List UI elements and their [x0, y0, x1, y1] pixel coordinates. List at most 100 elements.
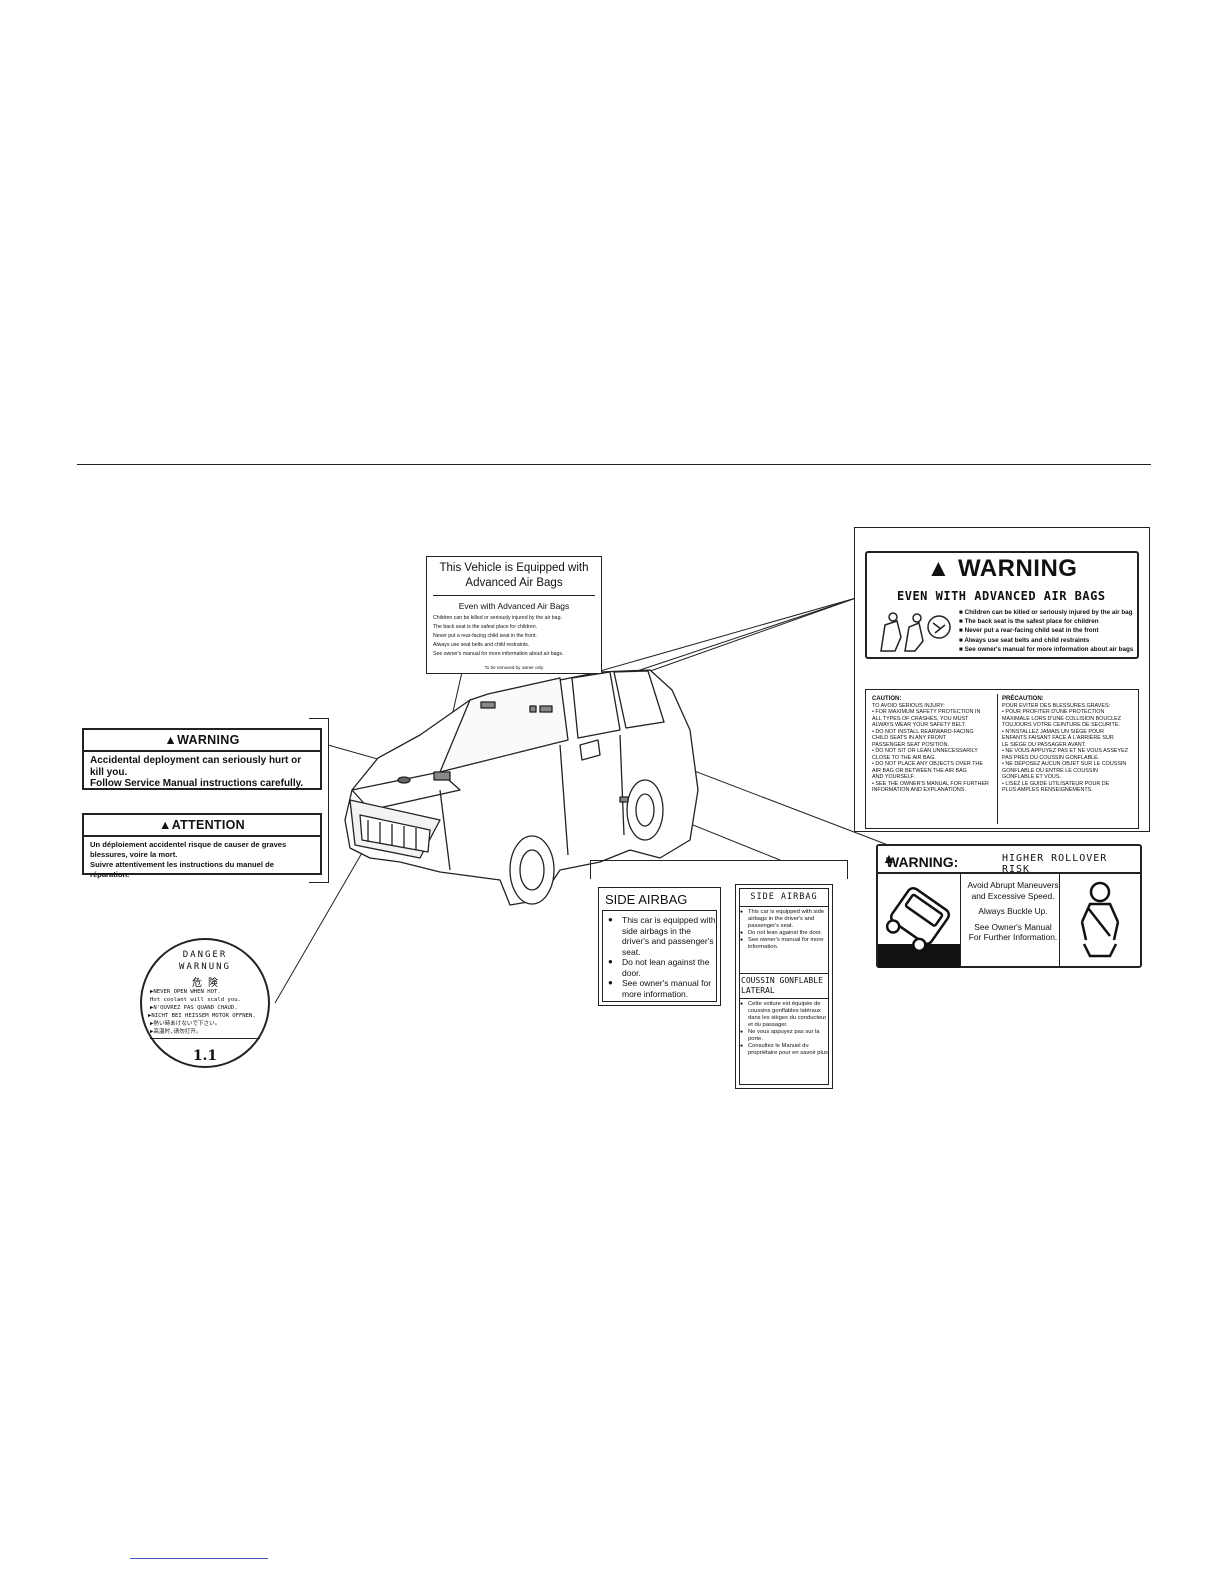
rollover-car-panel [878, 874, 961, 968]
rollover-line: Avoid Abrupt Maneuvers [967, 880, 1059, 890]
side-airbag-label-large: SIDE AIRBAG This car is equipped with si… [598, 887, 721, 1006]
radiator-cap-danger-label: DANGER WARNUNG 危 険 ▶NEVER OPEN WHEN HOT.… [140, 938, 270, 1068]
warning-triangle-icon: ▲ [164, 733, 178, 747]
coussin-list: Cette voiture est équipée de coussins go… [740, 1001, 832, 1057]
rollover-line: and Excessive Speed. [971, 890, 1055, 901]
rollover-risk: HIGHER ROLLOVER RISK [1002, 853, 1108, 875]
caution-line: PAS PRÈS DU COUSSIN GONFLABLE. [1002, 754, 1100, 761]
caution-line: • NE VOUS APPUYEZ PAS ET NE VOUS ASSEYEZ [1002, 748, 1129, 754]
caution-sub: POUR EVITER DES BLESSURES GRAVES: [1002, 702, 1111, 709]
caution-line: MAXIMALE LORS D'UNE COLLISION BOUCLEZ [1002, 715, 1122, 722]
list-item: Cette voiture est équipée de coussins go… [740, 1001, 832, 1029]
advanced-airbag-warning-label: ▲ WARNING EVEN WITH ADVANCED AIR BAGS ■ … [865, 551, 1139, 659]
side-airbag-bilingual-inner [739, 888, 829, 1085]
big-warning-subtitle: EVEN WITH ADVANCED AIR BAGS [897, 589, 1106, 603]
danger-title: DANGER [182, 950, 228, 960]
attention-header: ▲ATTENTION [84, 815, 320, 837]
list-item: This car is equipped with side airbags i… [608, 915, 716, 957]
list-item: Consultez le Manuel du propriétaire pour… [740, 1043, 832, 1057]
caution-line: CLOSE TO THE AIR BAG. [872, 754, 936, 761]
sticker-visor-left [480, 701, 496, 709]
coussin-title-1: COUSSIN GONFLABLE [741, 976, 823, 985]
caution-line: • SEE THE OWNER'S MANUAL FOR FURTHER [872, 780, 989, 787]
caution-french: PRÉCAUTION: POUR EVITER DES BLESSURES GR… [1002, 696, 1128, 794]
caution-line: PLUS AMPLES RENSEIGNEMENTS. [1002, 787, 1093, 793]
list-item: Do not lean against the door. [740, 930, 832, 937]
caution-line: ENFANTS FAISANT FACE À L'ARRIÈRE SUR [1002, 735, 1114, 741]
caution-label: CAUTION: TO AVOID SERIOUS INJURY: • FOR … [865, 689, 1139, 829]
attention-line1: Un déploiement accidentel risque de caus… [90, 840, 287, 859]
caution-line: • DO NOT SIT OR LEAN UNNECESSARILY [872, 748, 978, 754]
danger-line: Hot coolant will scald you. [150, 997, 241, 1003]
advanced-airbag-label: This Vehicle is Equipped with Advanced A… [426, 556, 602, 674]
top-rule [77, 464, 1151, 465]
divider [739, 906, 829, 907]
sticker-door [619, 796, 629, 803]
sticker-hood [433, 771, 451, 781]
warning-line1: Accidental deployment can seriously hurt… [90, 755, 302, 778]
warning-triangle-icon: ▲ [926, 555, 951, 582]
japanese-danger-title: 危 険 [191, 978, 219, 989]
rollover-line: Always Buckle Up. [978, 906, 1048, 916]
sticker-radiator-cap [397, 776, 411, 784]
child-seat-airbag-icon [880, 612, 951, 652]
caution-line: LE SIÈGE DU PASSAGER AVANT. [1002, 741, 1086, 748]
caution-line: • NE DÉPOSEZ AUCUN OBJET SUR LE COUSSIN [1002, 761, 1127, 767]
list-item: ■ Children can be killed or seriously in… [959, 609, 1133, 616]
advanced-line: The back seat is the safest place for ch… [433, 624, 538, 630]
danger-line: ▶高温时,请勿打开。 [150, 1029, 202, 1035]
side-airbag-label-bilingual: SIDE AIRBAG This car is equipped with si… [735, 884, 833, 1089]
divider [433, 595, 595, 596]
divider [739, 998, 829, 999]
rollover-warning-label: ▲WARNING: HIGHER ROLLOVER RISK Avoid Abr… [876, 844, 1142, 968]
footer-link-underline[interactable] [130, 1558, 268, 1559]
caution-line: • DO NOT PLACE ANY OBJECTS OVER THE [872, 761, 983, 767]
danger-line: ▶NICHT BEI HEISSEM MOTOR OFFNEN. [148, 1013, 256, 1019]
danger-line: ▶熱い時あけないで下さい。 [150, 1021, 221, 1027]
advanced-title-line2: Advanced Air Bags [465, 577, 563, 589]
caution-head: PRÉCAUTION: [1002, 696, 1044, 702]
item-text: Always use seat belts and child restrain… [964, 636, 1090, 644]
service-attention-label: ▲ATTENTION Un déploiement accidentel ris… [82, 813, 322, 879]
warning-triangle-icon: ▲ [159, 818, 172, 832]
list-item: Ne vous appuyez pas sur la porte. [740, 1029, 832, 1043]
side-airbag-small-list: This car is equipped with side airbags i… [740, 909, 832, 951]
suv-drawing [344, 669, 699, 906]
divider [150, 1038, 260, 1039]
advanced-lines: Children can be killed or seriously inju… [433, 614, 563, 659]
side-airbag-bracket [590, 860, 848, 879]
caution-line: • LISEZ LE GUIDE UTILISATEUR POUR DE [1002, 780, 1110, 787]
rollover-text: Avoid Abrupt Maneuvers and Excessive Spe… [962, 880, 1064, 943]
sticker-visor-right-2 [539, 705, 553, 713]
danger-line: ▶NEVER OPEN WHEN HOT. [150, 989, 221, 995]
attention-line2: Suivre attentivement les instructions du… [90, 860, 274, 879]
item-text: See owner's manual for more information … [964, 645, 1134, 653]
big-warning-items: ■ Children can be killed or seriously in… [959, 608, 1133, 654]
rollover-line: See Owner's Manual [974, 921, 1052, 932]
advanced-line: See owner's manual for more information … [433, 651, 564, 657]
rollover-title-text: WARNING: [886, 854, 959, 870]
attention-title: ATTENTION [171, 818, 245, 832]
sticker-visor-right-1 [529, 705, 537, 713]
rollover-line: For Further Information. [968, 932, 1058, 942]
warning-header: ▲WARNING [84, 730, 320, 752]
caution-line: • N'INSTALLEZ JAMAIS UN SIÈGE POUR [1002, 728, 1104, 735]
rollover-header: ▲WARNING: HIGHER ROLLOVER RISK [878, 846, 1140, 875]
list-item: See owner's manual for more information. [740, 937, 832, 951]
attention-body: Un déploiement accidentel risque de caus… [84, 837, 320, 883]
warning-line2: Follow Service Manual instructions caref… [90, 778, 304, 789]
caution-line: TOUJOURS VOTRE CEINTURE DE SECURITE. [1002, 722, 1120, 728]
item-text: Children can be killed or seriously inju… [964, 609, 1133, 616]
list-item: Do not lean against the door. [608, 957, 716, 978]
warning-title: WARNING [177, 733, 240, 747]
divider [739, 973, 829, 974]
advanced-label-title: This Vehicle is Equipped with Advanced A… [427, 561, 601, 591]
advanced-line: Never put a rear-facing child seat in th… [433, 633, 537, 639]
side-airbag-list: This car is equipped with side airbags i… [608, 915, 716, 999]
danger-number: 1.1 [192, 1048, 218, 1064]
rollover-car-icon [878, 886, 960, 968]
caution-line: INFORMATION AND EXPLANATIONS. [872, 787, 966, 793]
caution-line: CHILD SEATS IN ANY FRONT [872, 735, 947, 741]
caution-line: PASSENGER SEAT POSITION. [872, 741, 949, 748]
